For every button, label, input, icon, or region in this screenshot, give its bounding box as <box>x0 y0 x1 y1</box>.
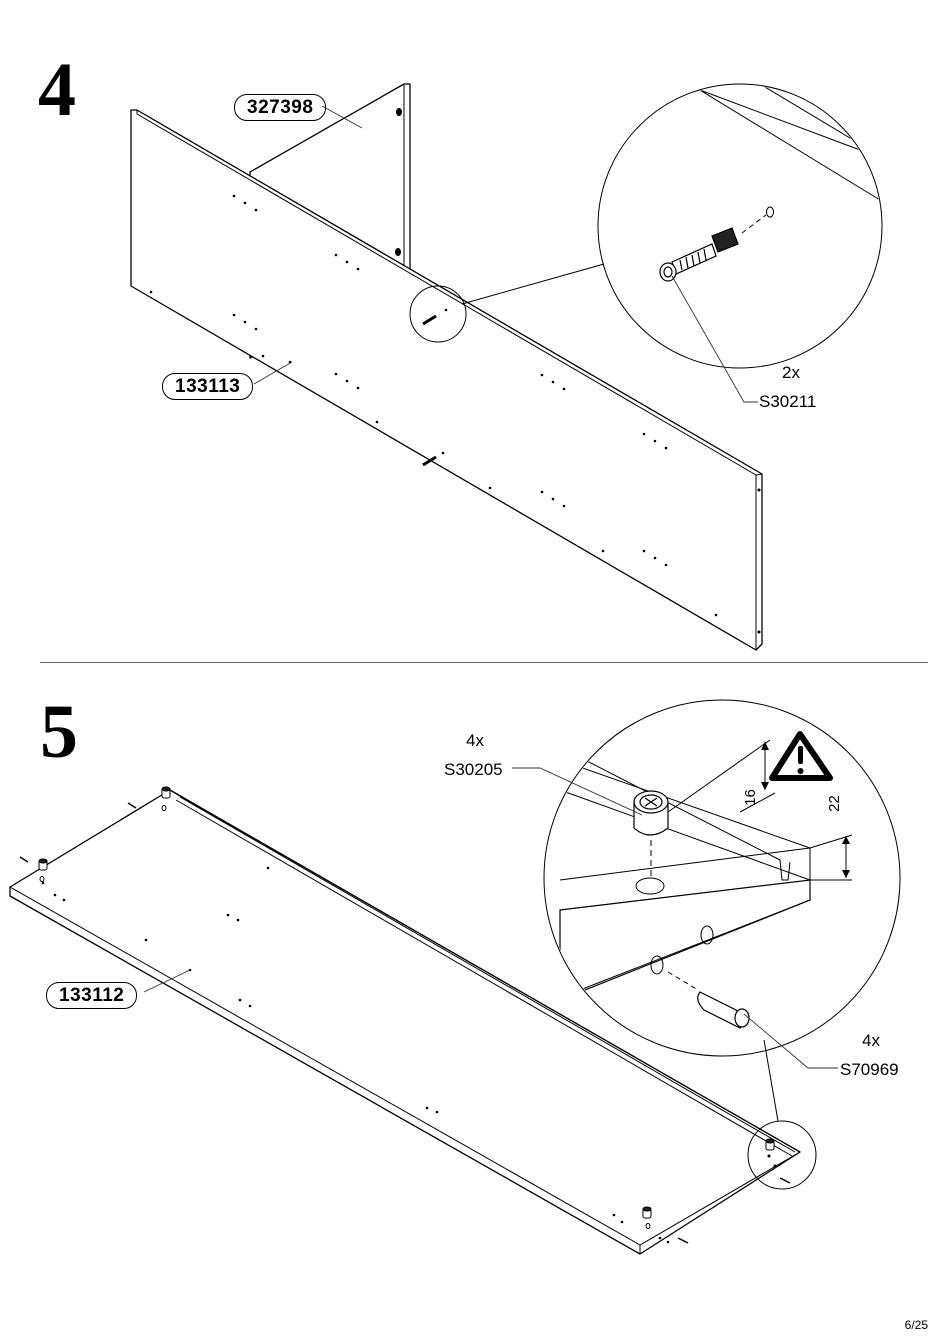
hardware-qty-s30211: 2x <box>782 363 800 382</box>
cam-bolt-small-icon <box>422 314 437 467</box>
hardware-code-s30211: S30211 <box>759 392 817 411</box>
warning-icon <box>769 731 833 781</box>
part-label-133112: 133112 <box>46 982 138 1009</box>
dimension-16: 16 <box>741 789 759 806</box>
dowel-small-icons <box>19 802 791 1244</box>
cam-housing-icons <box>38 786 775 1219</box>
part-label-327398: 327398 <box>234 94 327 121</box>
bottom-panel-133112 <box>9 789 801 1255</box>
page-number: 6/25 <box>904 1318 928 1332</box>
detail-circle-5 <box>543 699 901 1057</box>
detail-circle-4 <box>597 83 883 369</box>
part-label-133113: 133113 <box>162 373 254 400</box>
dowel-code-s70969: S70969 <box>840 1060 899 1079</box>
section-divider <box>40 662 928 663</box>
step-5-number: 5 <box>40 690 78 774</box>
dowel-qty-s70969: 4x <box>862 1031 880 1050</box>
cam-housing-s30205-icon <box>633 790 669 836</box>
cam-qty-s30205: 4x <box>466 731 484 750</box>
step-4-illustration <box>130 83 883 651</box>
cam-bolt-s30211-icon <box>659 227 739 282</box>
dimension-22: 22 <box>825 795 843 812</box>
step-4-number: 4 <box>38 48 76 132</box>
dowel-s70969-icon <box>697 991 750 1029</box>
cam-code-s30205: S30205 <box>444 760 503 779</box>
